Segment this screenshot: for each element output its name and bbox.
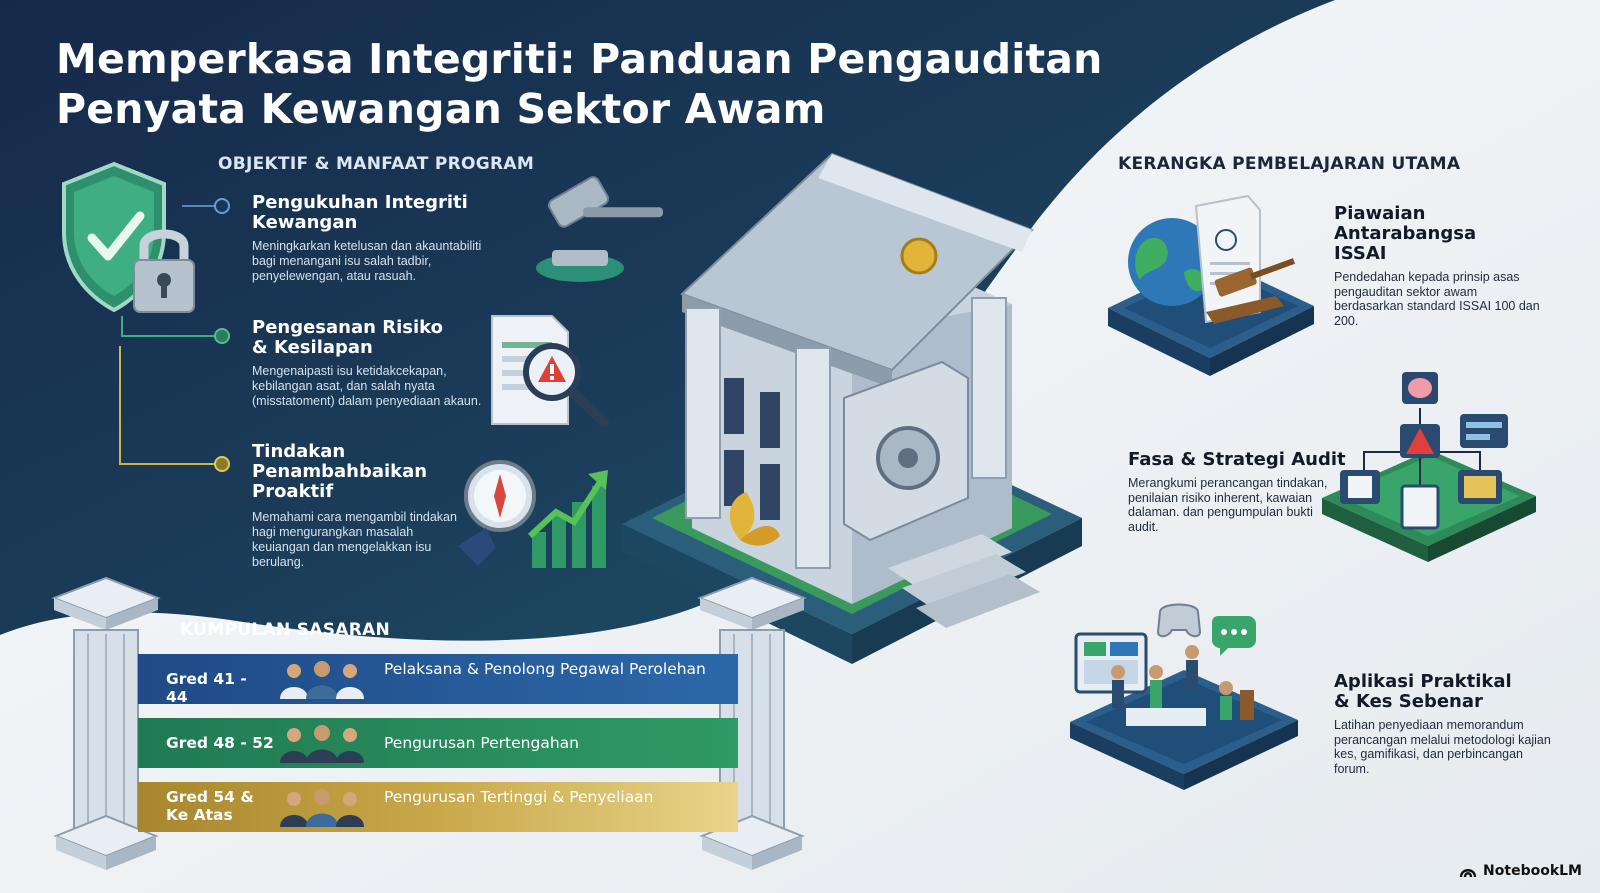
kumpulan-heading: KUMPULAN SASARAN (180, 620, 391, 640)
target-grade: Gred 41 - 44 (166, 670, 247, 706)
target-label: Pelaksana & Penolong Pegawal Perolehan (384, 660, 706, 678)
objective-item-1: Pengukuhan Integriti Kewangan Meningkark… (252, 193, 492, 284)
bank-building-icon (622, 152, 1082, 664)
team-icon (280, 725, 364, 763)
growth-chart-icon (527, 470, 608, 568)
page-title-line2: Penyata Kewangan Sektor Awam (56, 85, 826, 133)
target-label: Pengurusan Tertinggi & Penyeliaan (384, 788, 654, 806)
warning-icon (1322, 372, 1536, 562)
brand-name: NotebookLM (1483, 863, 1582, 879)
target-row-1: Gred 41 - 44 Pelaksana & Penolong Pegawa… (138, 654, 738, 706)
page-title-line1: Memperkasa Integriti: Panduan Pengaudita… (56, 35, 1103, 83)
objective-item-2: Pengesanan Risiko & Kesilapan Mengenaipa… (252, 318, 482, 409)
framework-title: Fasa & Strategi Audit (1128, 449, 1346, 470)
framework-desc: Latihan penyediaan memorandum perancanga… (1334, 718, 1551, 776)
team-icon (280, 661, 364, 699)
target-row-3: Gred 54 & Ke Atas Pengurusan Tertinggi &… (138, 782, 738, 832)
framework-desc: Merangkumi perancangan tindakan, penilai… (1128, 476, 1328, 534)
chat-icon (1212, 616, 1256, 656)
padlock-icon (133, 229, 195, 313)
notebooklm-icon (1459, 869, 1477, 878)
target-label: Pengurusan Pertengahan (384, 734, 579, 752)
framework-item-1: Piawaian Antarabangsa ISSAI Pendedahan k… (1334, 204, 1546, 328)
framework-item-2: Fasa & Strategi Audit Merangkumi peranca… (1128, 450, 1348, 534)
objective-title: Tindakan Penambahbaikan Proaktif (252, 441, 428, 502)
objective-timeline (119, 198, 230, 472)
pillar-left (51, 576, 161, 870)
document-search-icon (491, 315, 609, 427)
brand-watermark: NotebookLM (1459, 863, 1582, 879)
target-grade: Gred 54 & Ke Atas (166, 788, 254, 824)
gavel-icon (536, 176, 663, 282)
team-icon (1088, 614, 1089, 615)
objective-desc: Mengenaipasti isu ketidakcekapan, kebila… (252, 364, 482, 408)
objective-item-3: Tindakan Penambahbaikan Proaktif Memaham… (252, 442, 462, 570)
framework-title: Aplikasi Praktikal & Kes Sebenar (1334, 671, 1512, 712)
gamepad-icon (1070, 603, 1298, 790)
objective-desc: Meningkarkan ketelusan dan akauntabiliti… (252, 239, 482, 283)
objective-title: Pengukuhan Integriti Kewangan (252, 192, 468, 233)
objektif-heading: OBJEKTIF & MANFAAT PROGRAM (218, 154, 535, 174)
framework-title: Piawaian Antarabangsa ISSAI (1334, 203, 1477, 264)
team-icon (280, 789, 364, 827)
target-grade: Gred 48 - 52 (166, 734, 274, 752)
brain-icon (1408, 378, 1432, 398)
framework-item-3: Aplikasi Praktikal & Kes Sebenar Latihan… (1334, 672, 1556, 776)
objective-title: Pengesanan Risiko & Kesilapan (252, 317, 443, 358)
compass-icon (458, 460, 536, 566)
objective-desc: Memahami cara mengambil tindakan hagi me… (252, 510, 457, 569)
framework-desc: Pendedahan kepada prinsip asas pengaudit… (1334, 270, 1540, 328)
kerangka-heading: KERANGKA PEMBELAJARAN UTAMA (1118, 154, 1461, 174)
globe-icon (1108, 194, 1314, 376)
page-title: Memperkasa Integriti: Panduan Pengaudita… (56, 34, 1136, 134)
target-row-2: Gred 48 - 52 Pengurusan Pertengahan (138, 718, 738, 768)
